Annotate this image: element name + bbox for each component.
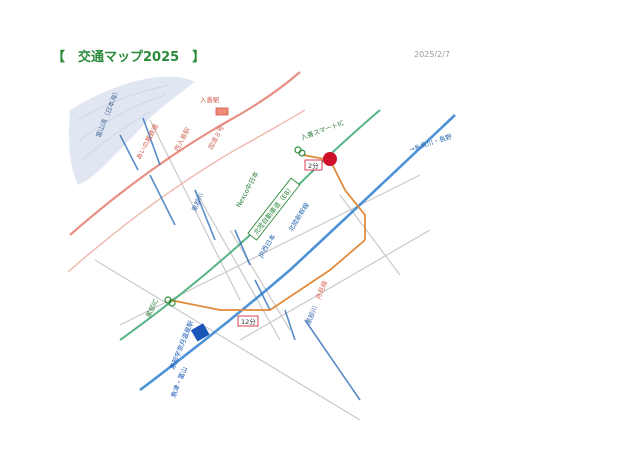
irizen-station-label: 入善駅 — [200, 95, 220, 104]
rivers — [119, 117, 361, 401]
irizen-station-marker — [215, 107, 229, 116]
document-date: 2025/2/7 — [414, 50, 450, 59]
kurobe-station-marker — [190, 323, 210, 342]
kurobe-ic-label: 黒部IC — [144, 297, 161, 319]
to-nagano-label: →糸魚川・長野 — [408, 131, 454, 153]
route-kurobe-ic — [169, 239, 366, 311]
page-title: 【 交通マップ2025 】 — [52, 50, 206, 65]
time-long-label: 12分 — [241, 317, 256, 326]
minor-roads — [94, 119, 431, 421]
kurobe-station-label: 黒部宇奈月温泉駅 — [168, 319, 196, 371]
smart-ic-label: 入善スマートIC — [300, 118, 346, 142]
time-short-label: 2分 — [308, 161, 319, 170]
railway-aino-kaze — [69, 71, 301, 236]
road-route-8 — [67, 109, 306, 273]
nexco-label: Nexco中日本 — [234, 169, 261, 209]
time-box-short — [304, 159, 323, 171]
time-box-long — [237, 315, 259, 327]
kurobe-ic-symbol — [164, 296, 176, 307]
destination-marker — [323, 152, 337, 166]
shinkansen-line — [139, 114, 456, 392]
other-river-label: 黒部川 — [304, 304, 320, 325]
to-toyama-label: 魚津・富山 — [169, 365, 190, 399]
sea-area — [69, 76, 195, 185]
smart-ic-symbol — [294, 146, 306, 157]
shinkansen-label: 北陸新幹線 — [286, 200, 311, 233]
route-smart-ic — [302, 154, 366, 240]
